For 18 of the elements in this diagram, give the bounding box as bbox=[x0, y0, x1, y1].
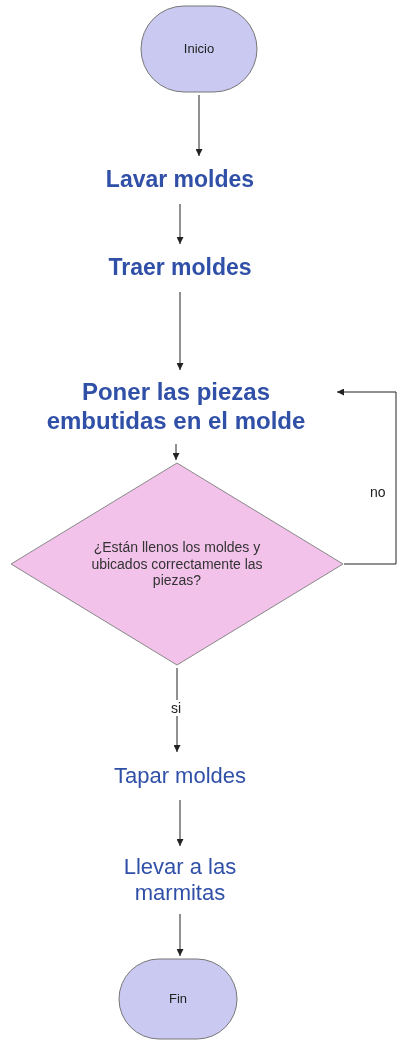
arrow bbox=[176, 913, 184, 957]
arrow bbox=[172, 443, 180, 461]
arrow bbox=[176, 291, 184, 371]
arrow bbox=[176, 799, 184, 847]
arrow bbox=[195, 94, 203, 157]
arrow bbox=[173, 667, 181, 753]
node-text: ¿Están llenos los moldes y ubicados correctamente las piezas? bbox=[90, 538, 264, 590]
node-text: Traer moldes bbox=[108, 254, 252, 282]
node-text: Poner las piezas embutidas en el molde bbox=[45, 378, 307, 436]
edge-label: si bbox=[169, 700, 184, 716]
node-text: Tapar moldes bbox=[113, 762, 247, 790]
node-text: Inicio bbox=[183, 41, 215, 57]
node-text: Lavar moldes bbox=[105, 166, 255, 194]
node-text: Fin bbox=[168, 991, 188, 1007]
node-text: Llevar a las marmitas bbox=[122, 853, 238, 907]
arrow bbox=[176, 203, 184, 245]
arrow bbox=[336, 388, 397, 565]
decision-diamond bbox=[10, 462, 344, 666]
